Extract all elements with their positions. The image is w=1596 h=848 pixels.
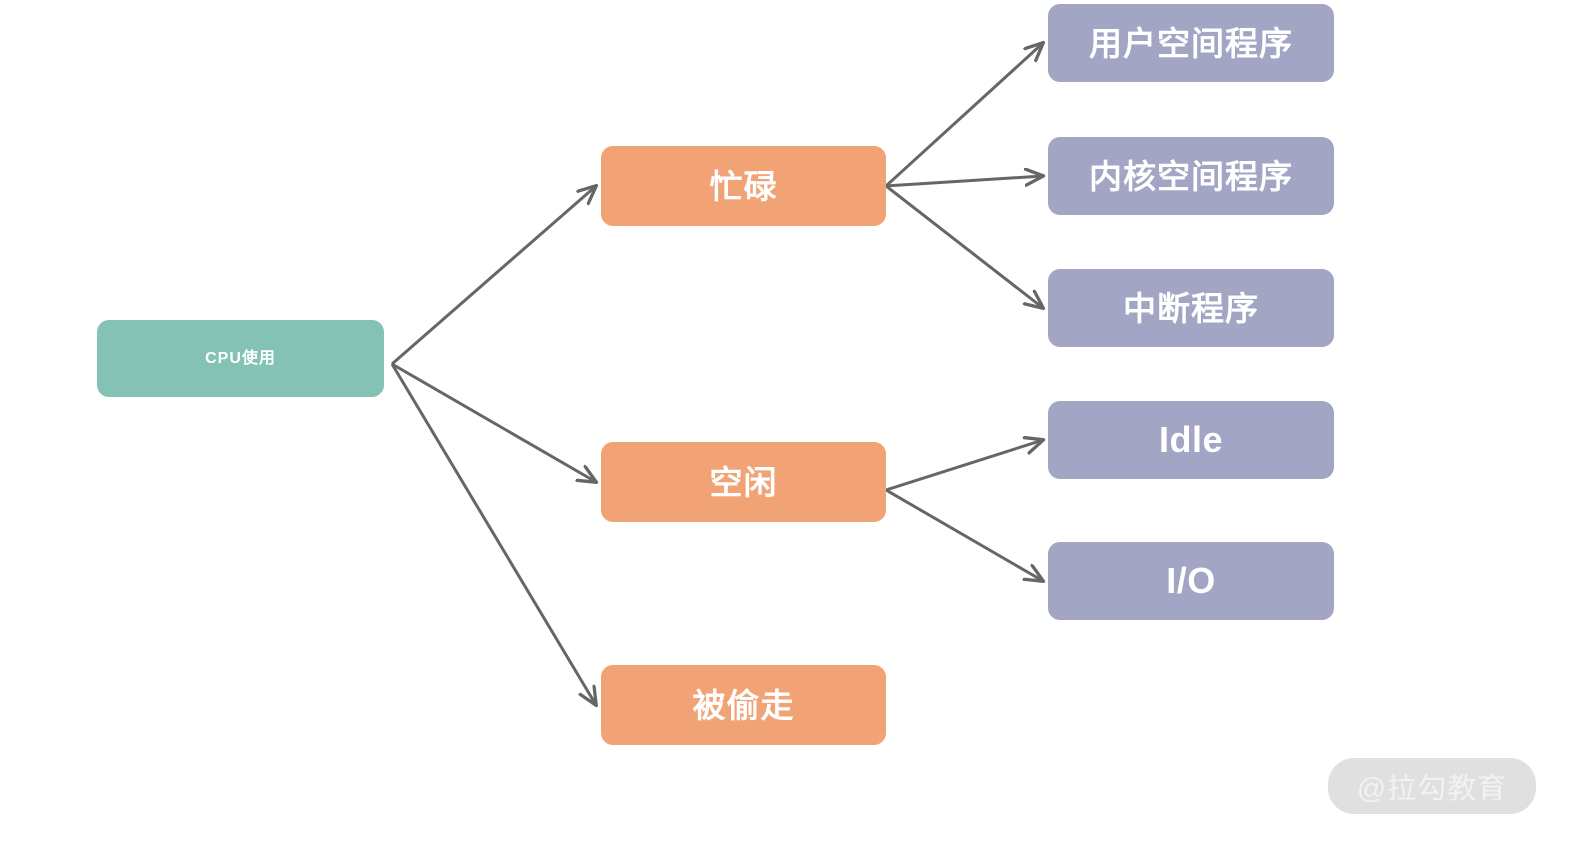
edge-group bbox=[390, 43, 1043, 705]
node-io[interactable]: I/O bbox=[1048, 542, 1334, 620]
node-idle[interactable]: Idle bbox=[1048, 401, 1334, 479]
node-label: I/O bbox=[1166, 560, 1216, 601]
node-label: 中断程序 bbox=[1123, 289, 1259, 327]
edge-root-to-idle_cn bbox=[391, 362, 596, 482]
node-user[interactable]: 用户空间程序 bbox=[1048, 4, 1334, 82]
node-label: 用户空间程序 bbox=[1089, 24, 1293, 62]
node-idle_cn[interactable]: 空闲 bbox=[601, 442, 886, 522]
edge-busy-to-user bbox=[884, 43, 1043, 188]
edge-root-to-stolen bbox=[390, 363, 596, 705]
node-label: 空闲 bbox=[709, 463, 778, 501]
watermark-label: @拉勾教育 bbox=[1356, 773, 1508, 805]
edge-busy-to-kernel bbox=[885, 176, 1043, 188]
node-label: Idle bbox=[1158, 419, 1223, 460]
node-root[interactable]: CPU使用 bbox=[97, 320, 384, 397]
node-interrupt[interactable]: 中断程序 bbox=[1048, 269, 1334, 347]
node-label: 忙碌 bbox=[709, 167, 778, 205]
node-busy[interactable]: 忙碌 bbox=[601, 146, 886, 226]
node-label: CPU使用 bbox=[205, 349, 276, 367]
node-label: 被偷走 bbox=[692, 686, 795, 724]
node-stolen[interactable]: 被偷走 bbox=[601, 665, 886, 745]
edge-root-to-busy bbox=[391, 186, 596, 366]
node-kernel[interactable]: 内核空间程序 bbox=[1048, 137, 1334, 215]
edge-busy-to-interrupt bbox=[885, 184, 1043, 308]
edge-idle_cn-to-idle bbox=[885, 440, 1043, 492]
edge-idle_cn-to-io bbox=[885, 488, 1043, 581]
watermark-badge: @拉勾教育 bbox=[1328, 758, 1536, 814]
node-label: 内核空间程序 bbox=[1089, 157, 1293, 195]
